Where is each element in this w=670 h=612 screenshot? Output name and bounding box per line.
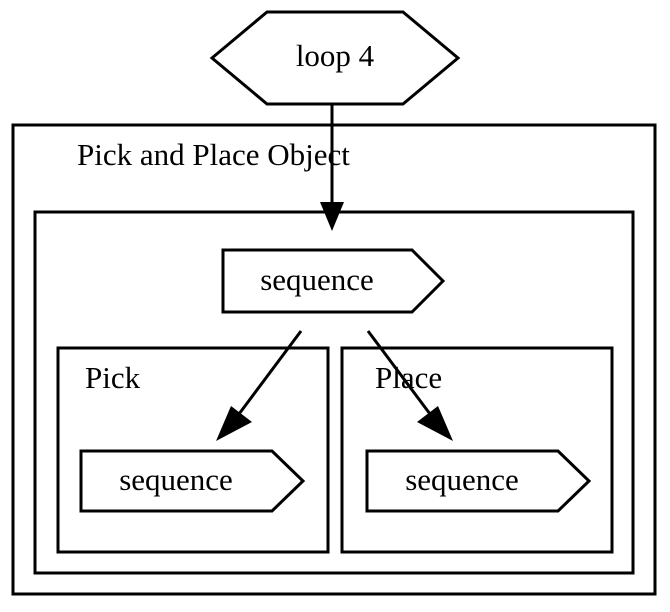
root-sequence-node[interactable] bbox=[221, 248, 446, 314]
pick-sequence-node[interactable] bbox=[79, 449, 306, 513]
branch-box-pick[interactable] bbox=[56, 346, 330, 554]
branch-label-pick: Pick bbox=[85, 360, 141, 395]
edge-sequence-to-pick bbox=[216, 330, 303, 441]
arrowhead-down-right-icon bbox=[417, 406, 453, 441]
branch-label-place: Place bbox=[375, 360, 442, 395]
place-sequence-label: sequence bbox=[405, 462, 519, 497]
place-sequence-node[interactable] bbox=[365, 449, 592, 513]
edge-loop-to-sequence bbox=[320, 104, 344, 231]
edge-sequence-to-place bbox=[366, 330, 453, 441]
root-sequence-label: sequence bbox=[260, 262, 374, 297]
loop-hexagon[interactable] bbox=[209, 10, 461, 106]
container-label: Pick and Place Object bbox=[77, 137, 350, 172]
arrowhead-down-icon bbox=[320, 202, 344, 231]
loop-node-label: loop 4 bbox=[296, 38, 375, 73]
container-pick-and-place-object[interactable] bbox=[11, 123, 657, 596]
branch-box-place[interactable] bbox=[340, 346, 614, 554]
pick-sequence-label: sequence bbox=[119, 462, 233, 497]
arrowhead-down-left-icon bbox=[216, 406, 252, 441]
